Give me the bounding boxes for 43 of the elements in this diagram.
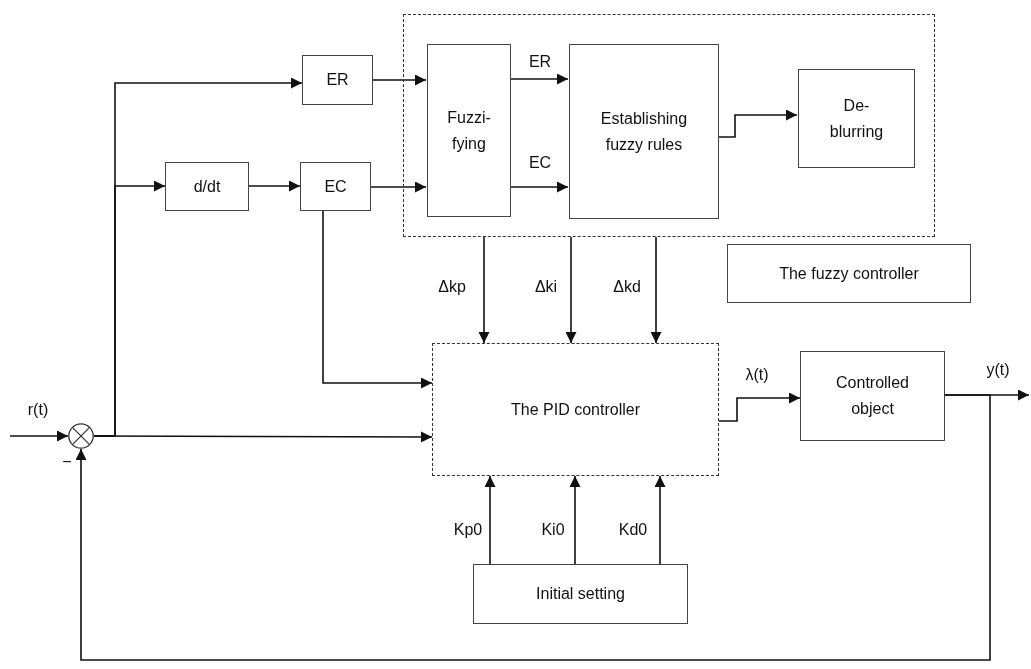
box-label: Initial setting [536, 584, 625, 605]
dashed-controller-box [432, 343, 719, 476]
process-box [302, 55, 373, 105]
arrow [718, 392, 801, 422]
process-box [300, 162, 371, 211]
summing-junction [68, 423, 94, 449]
process-box [569, 44, 719, 219]
arrow [565, 236, 577, 344]
arrow [372, 74, 427, 86]
arrow [9, 430, 69, 442]
edge-label: Δkp [436, 278, 468, 296]
process-box [800, 351, 945, 441]
arrow [75, 394, 991, 661]
process-box [165, 162, 249, 211]
process-box [427, 44, 511, 217]
arrow [509, 73, 569, 85]
process-box [473, 564, 688, 624]
box-label: De- blurring [828, 95, 885, 142]
arrow [569, 475, 581, 565]
arrow [509, 181, 569, 193]
box-label: d/dt [193, 176, 221, 197]
arrow [478, 236, 490, 344]
arrow [370, 181, 427, 193]
edge-label: r(t) [25, 401, 51, 419]
arrow [93, 431, 433, 443]
arrow [248, 180, 301, 192]
minus-sign: − [62, 453, 72, 471]
box-label: Fuzzi- fying [446, 107, 492, 154]
arrow [484, 475, 496, 565]
process-box [727, 244, 971, 303]
box-label: ER [326, 70, 349, 91]
arrow [650, 236, 662, 344]
box-label: Establishing fuzzy rules [599, 108, 689, 155]
box-label: The PID controller [511, 399, 640, 420]
box-label: EC [324, 176, 347, 197]
process-box [798, 69, 915, 168]
arrow [654, 475, 666, 565]
box-label: The fuzzy controller [779, 263, 919, 284]
arrow [322, 210, 433, 389]
edge-label: y(t) [984, 361, 1012, 379]
box-label: Controlled object [835, 373, 910, 419]
arrow [717, 109, 798, 138]
edge-label: λ(t) [743, 366, 771, 384]
